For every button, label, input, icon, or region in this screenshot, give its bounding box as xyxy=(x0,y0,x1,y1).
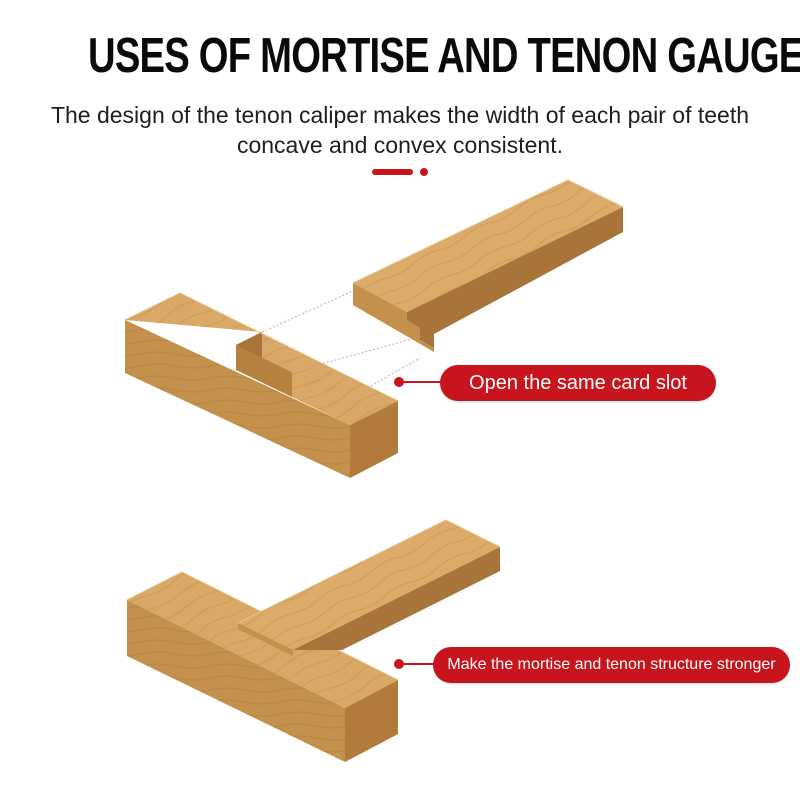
page-title: USES OF MORTISE AND TENON GAUGES xyxy=(88,29,800,83)
page-subtitle: The design of the tenon caliper makes th… xyxy=(50,102,750,158)
red-dot-marker-icon xyxy=(394,377,404,387)
separated-joint-illustration xyxy=(124,179,624,478)
separator-dot xyxy=(420,168,428,176)
red-dot-marker-icon xyxy=(394,659,404,669)
alignment-lines xyxy=(261,289,431,399)
mortise-beam xyxy=(124,292,399,478)
tenon-board xyxy=(352,179,624,352)
callout-label-structure: Make the mortise and tenon structure str… xyxy=(433,647,790,683)
callout-label-slot: Open the same card slot xyxy=(440,365,716,401)
assembled-board xyxy=(237,519,501,656)
assembled-joint-illustration xyxy=(126,519,501,762)
callout-leader-line-2 xyxy=(399,663,437,665)
callout-leader-line-1 xyxy=(399,381,444,383)
separator-dash xyxy=(372,169,413,175)
